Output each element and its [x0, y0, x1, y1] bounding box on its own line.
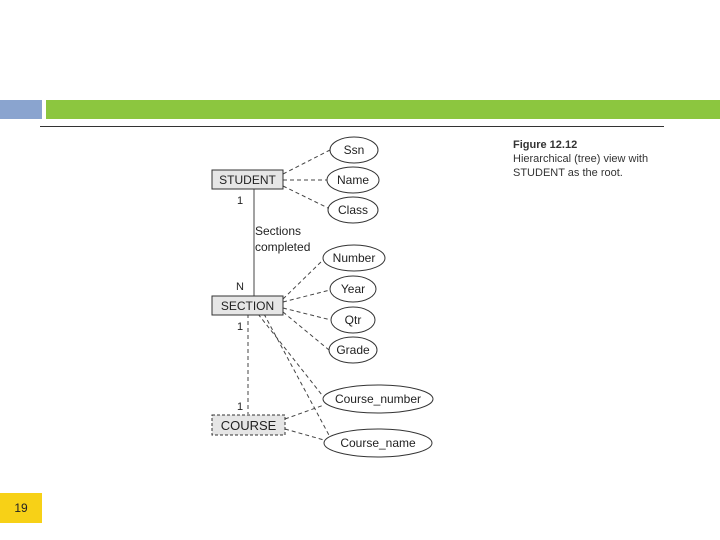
entity-section-label: SECTION [221, 299, 274, 313]
connector-student-ssn [282, 149, 331, 175]
cardinality-labels: 1 N 1 1 [236, 195, 244, 413]
attribute-grade-label: Grade [336, 343, 370, 357]
cardinality-student-side: 1 [237, 195, 243, 207]
cardinality-section-course-side: 1 [237, 321, 243, 333]
figure-description-line-1: Hierarchical (tree) view with [513, 153, 649, 165]
connector-section-year [282, 289, 331, 303]
attribute-course-number [322, 384, 434, 414]
relationship-label-line-2: completed [255, 240, 310, 254]
cardinality-course-side: 1 [237, 401, 243, 413]
attribute-name-label: Name [337, 173, 369, 187]
slide-number: 19 [0, 493, 42, 523]
attribute-class-label: Class [338, 203, 368, 217]
header-band-green [46, 100, 720, 119]
connector-section-grade [282, 311, 330, 351]
section-attribute-connectors [257, 259, 332, 438]
figure-caption: Figure 12.12 Hierarchical (tree) view wi… [513, 138, 648, 180]
figure-description-line-2: STUDENT as the root. [513, 167, 623, 179]
connector-section-number [282, 259, 324, 300]
attribute-labels: Ssn Name Class Number Year Qtr Grade Cou… [333, 143, 421, 450]
attribute-course-name [323, 428, 433, 458]
entity-student-label: STUDENT [219, 173, 276, 187]
attribute-year-label: Year [341, 282, 365, 296]
connector-section-qtr [282, 307, 332, 321]
header-band-blue [0, 100, 42, 119]
attribute-course-number-label: Course_number [335, 392, 421, 406]
attribute-year [329, 275, 377, 303]
attribute-ellipses [322, 136, 434, 458]
attribute-qtr [330, 306, 376, 334]
attribute-number [322, 244, 386, 272]
attribute-class [327, 196, 379, 224]
entity-course: COURSE [211, 414, 286, 436]
attribute-qtr-label: Qtr [345, 313, 362, 327]
entity-course-label: COURSE [221, 418, 277, 433]
attribute-course-name-label: Course_name [340, 436, 416, 450]
student-attribute-connectors [282, 149, 331, 210]
attribute-name [326, 166, 380, 194]
figure-title: Figure 12.12 [513, 139, 578, 151]
connector-section-course-name [263, 313, 331, 438]
connector-course-course-name [284, 428, 325, 441]
relationship-label-line-1: Sections [255, 224, 301, 238]
connector-section-course-number [257, 313, 323, 396]
title-rule [40, 126, 664, 127]
entity-section: SECTION [211, 295, 284, 316]
attribute-grade [328, 336, 378, 364]
attribute-number-label: Number [333, 251, 376, 265]
connector-course-course-number [284, 404, 325, 420]
attribute-ssn [329, 136, 379, 164]
cardinality-section-side: N [236, 281, 244, 293]
attribute-ssn-label: Ssn [344, 143, 365, 157]
course-attribute-connectors [284, 404, 325, 441]
entity-student: STUDENT [211, 169, 284, 190]
connector-student-class [282, 185, 331, 210]
